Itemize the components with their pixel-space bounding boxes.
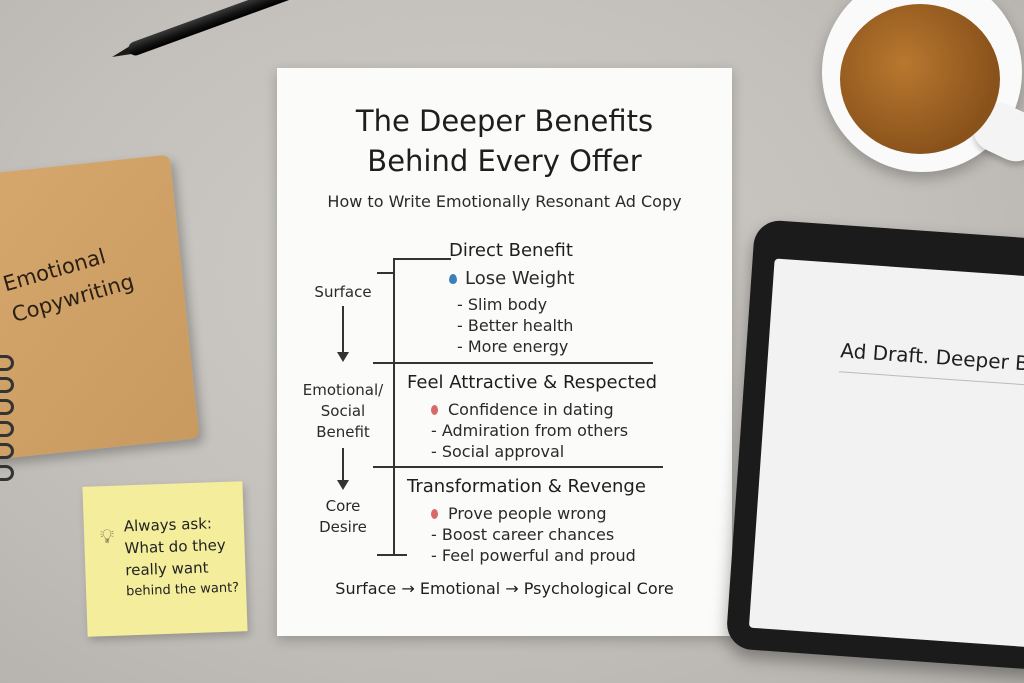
lightbulb-icon: 💡︎	[99, 523, 115, 549]
pen	[110, 0, 378, 64]
paper-subtitle: How to Write Emotionally Resonant Ad Cop…	[327, 192, 682, 211]
list-item: Prove people wrong	[431, 504, 607, 523]
notebook-title: Emotional Copywriting	[0, 225, 171, 331]
red-bullet-icon	[431, 405, 438, 415]
water-drop-icon	[449, 274, 457, 284]
stage-emotional-line2: Social	[320, 402, 366, 420]
paper-sheet: The Deeper Benefits Behind Every Offer H…	[277, 68, 732, 636]
section-title-feel-attractive: Feel Attractive & Respected	[407, 372, 658, 393]
stage-emotional: Emotional/ Social Benefit	[295, 380, 391, 443]
paper-title-line1: The Deeper Benefits	[355, 104, 654, 138]
down-arrow-icon	[337, 448, 349, 490]
spiral-ring	[0, 465, 14, 481]
sticky-line: What do they	[124, 535, 226, 558]
paper-title-line2: Behind Every Offer	[367, 144, 642, 178]
list-item: - Boost career chances	[431, 525, 615, 544]
bracket-top	[393, 258, 451, 260]
section-title-transformation: Transformation & Revenge	[407, 476, 646, 497]
stage-emotional-line3: Benefit	[316, 423, 370, 441]
bracket-line	[393, 258, 395, 555]
stage-core: Core Desire	[307, 496, 379, 538]
bracket-notch	[377, 272, 393, 274]
spiral-ring	[0, 355, 14, 371]
spiral-ring	[0, 421, 14, 437]
section-divider	[373, 466, 663, 468]
stage-surface: Surface	[314, 283, 372, 301]
down-arrow-icon	[337, 306, 349, 362]
spiral-ring	[0, 443, 14, 459]
list-item: - Better health	[457, 316, 574, 335]
notebook: Emotional Copywriting	[0, 154, 200, 461]
list-item: - Admiration from others	[431, 421, 629, 440]
tablet: Ad Draft. Deeper Bene	[725, 219, 1024, 671]
headline-text: Lose Weight	[465, 268, 575, 289]
sticky-note-text: Always ask: What do they really want beh…	[123, 511, 240, 603]
spiral-ring	[0, 377, 14, 393]
bracket-bottom	[377, 554, 407, 556]
stage-emotional-line1: Emotional/	[302, 381, 384, 399]
notebook-spiral	[0, 355, 14, 487]
list-item: - Slim body	[457, 295, 548, 314]
sticky-line: behind the want?	[125, 580, 240, 600]
paper-footer: Surface → Emotional → Psychological Core	[335, 579, 674, 598]
tablet-draft-title: Ad Draft. Deeper Bene	[839, 338, 1024, 379]
list-item: Confidence in dating	[431, 400, 614, 419]
section-title-direct-benefit: Direct Benefit	[449, 240, 573, 261]
list-item-text: Prove people wrong	[448, 504, 607, 523]
stage-core-line1: Core	[325, 497, 361, 515]
sticky-note: 💡︎ Always ask: What do they really want …	[82, 481, 248, 637]
list-item: - More energy	[457, 337, 569, 356]
list-item: - Social approval	[431, 442, 565, 461]
red-bullet-icon	[431, 509, 438, 519]
coffee-cup	[822, 0, 1024, 172]
coffee	[840, 4, 1000, 154]
section-headline: Lose Weight	[449, 268, 575, 289]
tablet-screen: Ad Draft. Deeper Bene	[748, 258, 1024, 649]
pen-body	[126, 0, 378, 58]
list-item: - Feel powerful and proud	[431, 546, 636, 565]
spiral-ring	[0, 399, 14, 415]
tablet-rule	[838, 371, 1024, 391]
list-item-text: Confidence in dating	[448, 400, 614, 419]
stage-core-line2: Desire	[319, 518, 367, 536]
section-divider	[373, 362, 653, 364]
